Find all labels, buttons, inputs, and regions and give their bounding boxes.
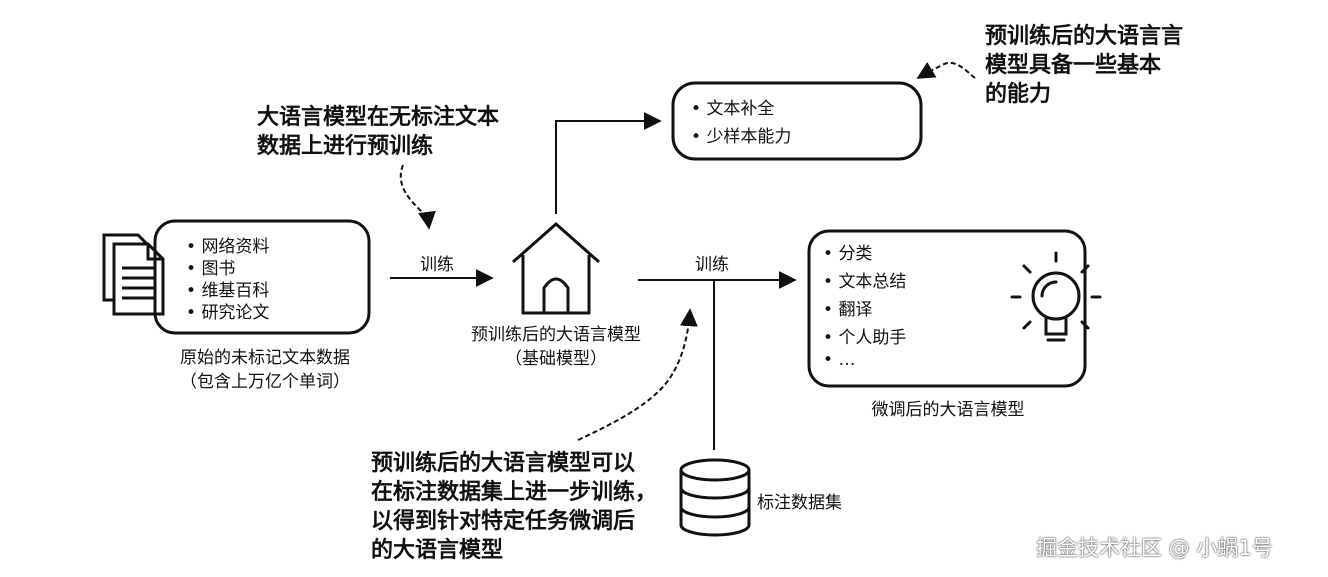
train-label-2: 训练 <box>695 255 729 275</box>
capabilities-note-line1: 预训练后的大语言言 <box>985 24 1184 49</box>
raw-data-item: 图书 <box>186 254 235 279</box>
dataset-label: 标注数据集 <box>757 493 842 513</box>
finetuned-item: 分类 <box>823 239 872 264</box>
raw-data-item: 网络资料 <box>186 232 269 257</box>
finetuned-box <box>807 229 1087 388</box>
finetune-note-line2: 在标注数据集上进一步训练， <box>371 480 658 505</box>
house-icon <box>512 222 600 315</box>
raw-data-box <box>153 219 371 335</box>
pretrain-note-arrow <box>399 164 436 230</box>
base-model-caption-line1: 预训练后的大语言模型 <box>471 325 641 345</box>
finetune-note-line3: 以得到针对特定任务微调后 <box>371 509 636 534</box>
pretrain-note-line1: 大语言模型在无标注文本 <box>257 105 500 130</box>
finetuned-item: … <box>823 350 855 370</box>
finetune-note-arrow <box>577 308 698 441</box>
raw-data-caption-line1: 原始的未标记文本数据 <box>180 348 350 368</box>
capabilities-note-arrow <box>916 61 976 79</box>
capability-item: 少样本能力 <box>691 122 791 147</box>
capabilities-arrow <box>555 112 662 214</box>
finetuned-item: 翻译 <box>823 295 872 320</box>
database-icon <box>679 458 751 537</box>
finetuned-item: 文本总结 <box>823 267 906 292</box>
finetune-note-line4: 的大语言模型 <box>371 538 504 563</box>
finetuned-caption: 微调后的大语言模型 <box>871 400 1025 420</box>
finetuned-item: 个人助手 <box>823 323 906 348</box>
watermark: 掘金技术社区 @ 小蜗1号 <box>1036 536 1273 560</box>
raw-data-item: 研究论文 <box>186 298 269 323</box>
train-label-1: 训练 <box>420 255 454 275</box>
lightbulb-icon <box>1010 251 1102 342</box>
document-icon <box>102 233 165 316</box>
pretrain-note-line2: 数据上进行预训练 <box>257 134 434 159</box>
capability-item: 文本补全 <box>691 94 774 119</box>
capabilities-note-line2: 模型具备一些基本 <box>985 53 1162 78</box>
raw-data-caption-line2: （包含上万亿个单词） <box>180 372 350 392</box>
raw-data-item: 维基百科 <box>186 276 269 301</box>
capabilities-note-line3: 的能力 <box>985 82 1052 107</box>
base-model-caption-line2: （基础模型） <box>505 349 607 369</box>
capabilities-box <box>671 81 923 161</box>
finetune-note-line1: 预训练后的大语言模型可以 <box>371 451 636 476</box>
